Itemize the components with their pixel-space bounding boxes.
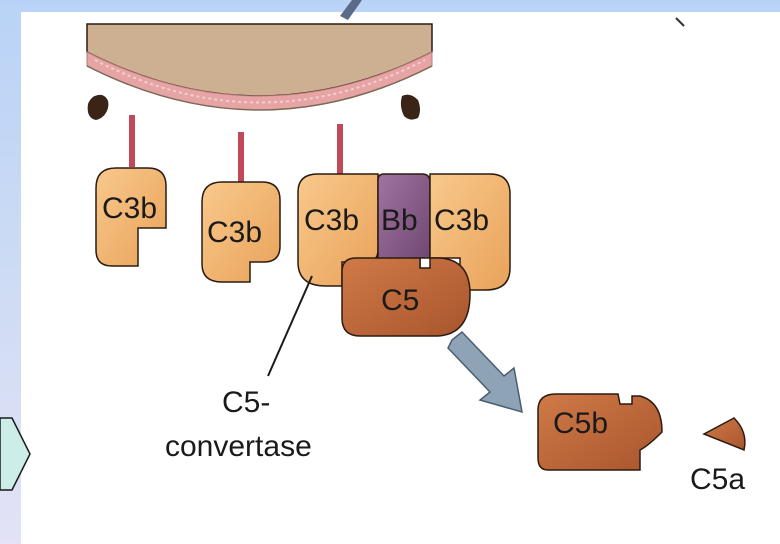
slide-nav-chevron[interactable] [0,417,31,491]
cell-membrane [86,23,433,111]
c5-convertase-label-line1: C5- [222,386,270,419]
top-pointer-arrow [340,0,362,20]
c5-convertase-label-line2: convertase [165,430,312,463]
c5b-label: C5b [553,407,608,440]
bb-protein: Bb [377,173,431,269]
tick-mark [675,17,685,27]
c5a-fragment: C5a [690,417,746,496]
tether-middle [238,132,244,182]
tether-right [337,124,343,174]
c3b-protein-left: C3b [95,167,167,267]
c5b-fragment: C5b [537,393,663,471]
c3b-right-label: C3b [434,204,489,237]
c5-protein: C5 [341,257,471,337]
c3b-middle-label: C3b [207,216,262,249]
c3b-protein-right: C3b [429,173,511,291]
c3b-protein-middle: C3b [201,181,281,283]
cleavage-arrow [447,330,523,414]
c5-label: C5 [381,284,419,317]
c3b-convertase-label: C3b [304,204,359,237]
tether-left [129,115,135,167]
convertase-leader-line [267,275,313,377]
membrane-anchor-left [87,94,109,120]
c3b-left-label: C3b [102,192,157,225]
bb-label: Bb [381,204,418,237]
membrane-anchor-right [400,94,420,120]
c5a-label: C5a [690,463,745,496]
